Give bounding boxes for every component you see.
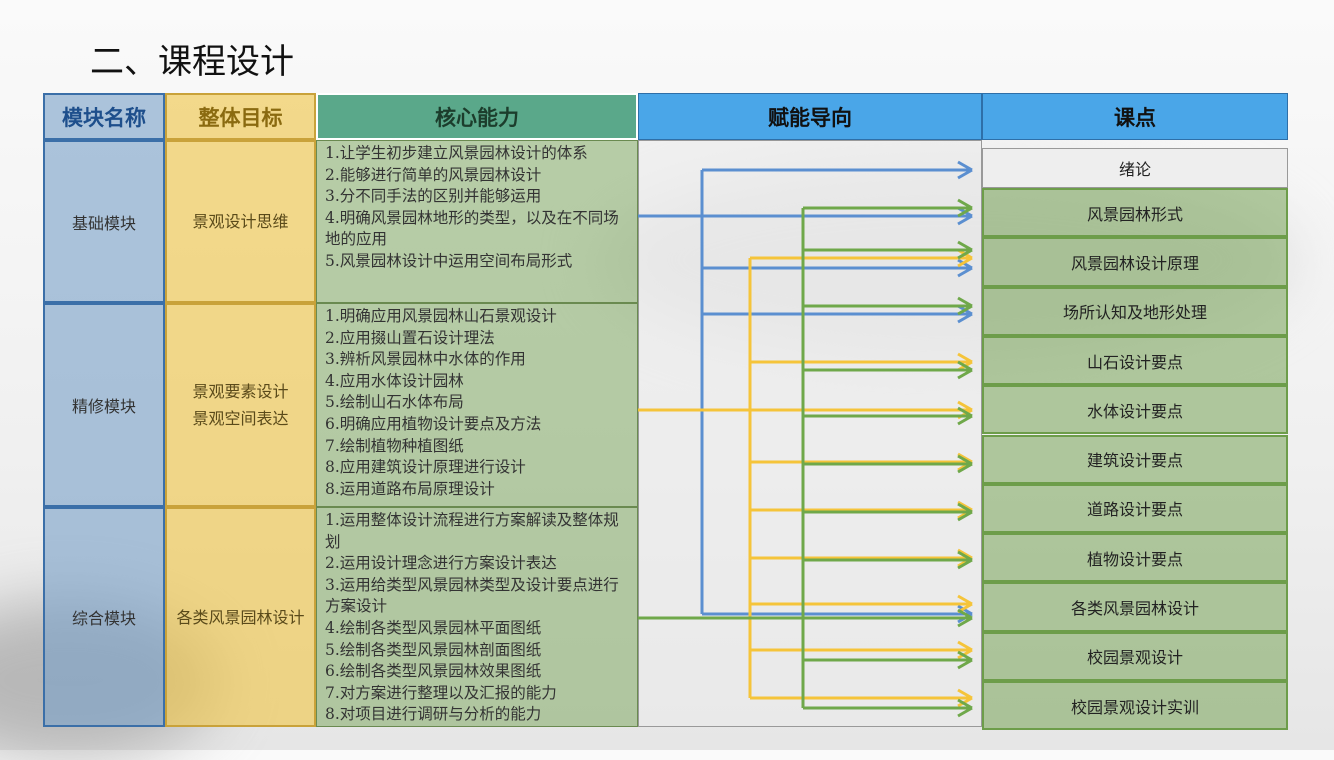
ability-item: 7.绘制植物种植图纸 bbox=[325, 436, 464, 455]
arrow-head bbox=[957, 452, 973, 464]
arrow-head bbox=[957, 256, 973, 268]
arrow-head bbox=[957, 608, 973, 620]
ability-item: 5.绘制山石水体布局 bbox=[325, 393, 464, 412]
ability-item: 8.对项目进行调研与分析的能力 bbox=[325, 705, 542, 724]
arrow-head bbox=[957, 206, 973, 218]
arrow-head bbox=[957, 640, 973, 652]
course-item[interactable]: 植物设计要点 bbox=[982, 533, 1288, 583]
arrow-head bbox=[957, 594, 973, 606]
arrow-head bbox=[957, 240, 973, 252]
goal-cell: 各类风景园林设计 bbox=[165, 507, 316, 727]
course-item[interactable]: 场所认知及地形处理 bbox=[982, 286, 1288, 336]
module-name: 综合模块 bbox=[43, 507, 165, 727]
ability-list: 1.让学生初步建立风景园林设计的体系 2.能够进行简单的风景园林设计 3.分不同手法… bbox=[316, 140, 638, 303]
page-title: 二、课程设计 bbox=[90, 42, 294, 82]
arrow-head bbox=[957, 650, 973, 662]
arrow-head bbox=[957, 648, 973, 660]
ability-item: 6.明确应用植物设计要点及方法 bbox=[325, 414, 542, 433]
ability-item: 1.让学生初步建立风景园林设计的体系 bbox=[325, 144, 588, 162]
course-item[interactable]: 校园景观设计实训 bbox=[982, 681, 1288, 731]
ability-item: 1.运用整体设计流程进行方案解读及整体规划 bbox=[325, 511, 619, 551]
course-item[interactable]: 山石设计要点 bbox=[982, 335, 1288, 386]
ability-item: 3.运用给类型风景园林类型及设计要点进行方案设计 bbox=[325, 575, 619, 616]
ability-item: 2.能够进行简单的风景园林设计 bbox=[325, 165, 542, 184]
ability-item: 4.绘制各类型风景园林平面图纸 bbox=[325, 618, 542, 637]
arrow-head bbox=[957, 502, 973, 514]
goal-text: 景观设计思维 bbox=[192, 212, 289, 231]
arrow-head bbox=[957, 360, 973, 372]
arrow-head bbox=[957, 198, 973, 210]
ability-list: 1.明确应用风景园林山石景观设计 2.应用掇山置石设计理法 3.辨析风景园林中水体的… bbox=[316, 303, 638, 507]
course-item[interactable]: 各类风景园林设计 bbox=[982, 582, 1288, 632]
arrow-head bbox=[957, 706, 973, 718]
ability-item: 3.分不同手法的区别并能够运用 bbox=[325, 187, 542, 206]
arrow-head bbox=[957, 312, 973, 324]
arrow-head bbox=[957, 258, 973, 270]
arrow-head bbox=[957, 548, 973, 560]
header-module: 模块名称 bbox=[43, 93, 165, 140]
ability-item: 1.明确应用风景园林山石景观设计 bbox=[325, 307, 557, 325]
course-item[interactable]: 水体设计要点 bbox=[982, 385, 1288, 435]
arrow-head bbox=[957, 604, 973, 616]
goal-cell: 景观设计思维 bbox=[165, 140, 316, 303]
ability-item: 4.应用水体设计园林 bbox=[325, 371, 464, 390]
ability-item: 6.绘制各类型风景园林效果图纸 bbox=[325, 662, 542, 681]
goal-text: 景观要素设计 bbox=[192, 382, 289, 401]
course-item[interactable]: 建筑设计要点 bbox=[982, 434, 1288, 484]
arrow-head bbox=[957, 406, 973, 418]
module-name: 精修模块 bbox=[43, 303, 165, 507]
ability-item: 8.应用建筑设计原理进行设计 bbox=[325, 458, 526, 477]
arrow-head bbox=[957, 414, 973, 426]
arrow-head bbox=[957, 616, 973, 628]
ability-item: 5.绘制各类型风景园林剖面图纸 bbox=[325, 640, 542, 659]
arrow-head bbox=[957, 352, 973, 364]
course-item[interactable]: 风景园林设计原理 bbox=[982, 237, 1288, 287]
arrow-head bbox=[957, 698, 973, 710]
arrow-head bbox=[957, 368, 973, 380]
arrow-head bbox=[957, 696, 973, 708]
course-item[interactable]: 校园景观设计 bbox=[982, 631, 1288, 681]
course-item[interactable]: 道路设计要点 bbox=[982, 483, 1288, 534]
ability-item: 2.运用设计理念进行方案设计表达 bbox=[325, 554, 557, 573]
arrow-head bbox=[957, 550, 973, 562]
header-course: 课点 bbox=[982, 93, 1288, 140]
ability-item: 2.应用掇山置石设计理法 bbox=[325, 328, 495, 347]
arrow-head bbox=[957, 688, 973, 700]
arrow-head bbox=[957, 558, 973, 570]
arrow-head bbox=[957, 462, 973, 474]
arrow-head bbox=[957, 168, 973, 180]
header-ability: 核心能力 bbox=[316, 93, 638, 140]
arrow-head bbox=[957, 248, 973, 260]
course-item[interactable]: 风景园林形式 bbox=[982, 188, 1288, 238]
module-name: 基础模块 bbox=[43, 140, 165, 303]
arrow-head bbox=[957, 510, 973, 522]
arrow-head bbox=[957, 304, 973, 316]
arrow-head bbox=[957, 266, 973, 278]
ability-item: 3.辨析风景园林中水体的作用 bbox=[325, 350, 526, 369]
arrow-head bbox=[957, 500, 973, 512]
arrow-head bbox=[957, 658, 973, 670]
goal-cell: 景观要素设计景观空间表达 bbox=[165, 303, 316, 507]
ability-list: 1.运用整体设计流程进行方案解读及整体规划 2.运用设计理念进行方案设计表达 3.运… bbox=[316, 507, 638, 727]
empower-area bbox=[638, 140, 982, 727]
ability-item: 4.明确风景园林地形的类型，以及在不同场地的应用 bbox=[325, 208, 619, 249]
goal-text: 景观空间表达 bbox=[192, 409, 289, 428]
goal-text: 各类风景园林设计 bbox=[176, 607, 305, 627]
header-empower: 赋能导向 bbox=[638, 93, 982, 140]
arrow-head bbox=[957, 160, 973, 172]
arrow-head bbox=[957, 214, 973, 226]
ability-item: 7.对方案进行整理以及汇报的能力 bbox=[325, 683, 557, 702]
arrow-head bbox=[957, 454, 973, 466]
arrow-head bbox=[957, 296, 973, 308]
course-item[interactable]: 绪论 bbox=[982, 148, 1288, 188]
arrow-head bbox=[957, 400, 973, 412]
header-goal: 整体目标 bbox=[165, 93, 316, 140]
ability-item: 8.运用道路布局原理设计 bbox=[325, 479, 495, 498]
ability-item: 5.风景园林设计中运用空间布局形式 bbox=[325, 251, 573, 270]
